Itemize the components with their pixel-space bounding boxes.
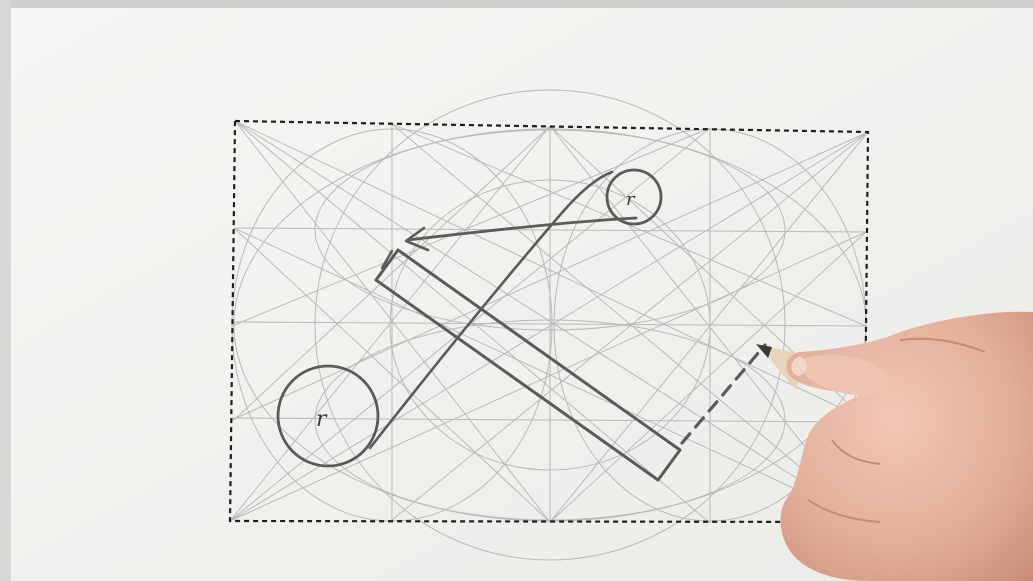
small-circle-label: r (626, 189, 636, 210)
paper-left-edge (0, 0, 11, 581)
hand (780, 312, 1033, 581)
large-circle-label: r (316, 407, 328, 432)
